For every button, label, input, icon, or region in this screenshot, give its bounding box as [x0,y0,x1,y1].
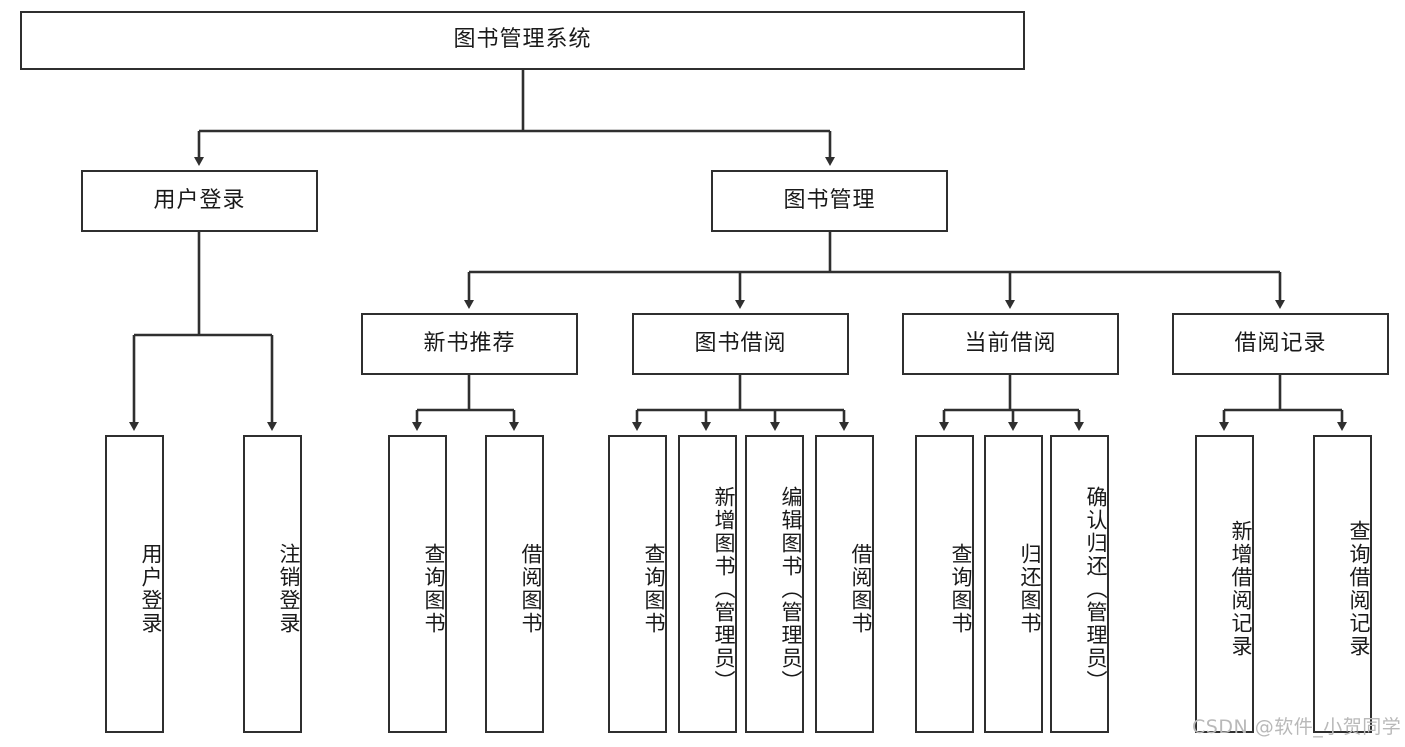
leaf-user-login-login[interactable]: 用户登录 [105,435,164,733]
leaf-book-borrow-borrow-book[interactable]: 借阅图书 [815,435,874,733]
node-user-login[interactable]: 用户登录 [81,170,318,232]
node-label: 新增图书（管理员） [712,485,736,693]
node-book-management[interactable]: 图书管理 [711,170,948,232]
node-new-book-recommend[interactable]: 新书推荐 [361,313,578,375]
node-label: 查询图书 [422,543,446,635]
node-book-borrow[interactable]: 图书借阅 [632,313,849,375]
node-root-book-management-system[interactable]: 图书管理系统 [20,11,1025,70]
leaf-current-borrow-return-book[interactable]: 归还图书 [984,435,1043,733]
node-label: 图书管理系统 [453,27,592,53]
node-label: 图书借阅 [694,330,787,356]
node-label: 用户登录 [153,187,246,213]
node-label: 用户登录 [139,543,163,635]
node-label: 当前借阅 [964,330,1057,356]
node-label: 图书管理 [783,187,876,213]
node-label: 借阅图书 [519,543,543,635]
leaf-user-login-logout[interactable]: 注销登录 [243,435,302,733]
node-label: 查询借阅记录 [1347,520,1371,658]
leaf-current-borrow-query-book[interactable]: 查询图书 [915,435,974,733]
leaf-borrow-record-add-record[interactable]: 新增借阅记录 [1195,435,1254,733]
leaf-book-borrow-add-book-admin[interactable]: 新增图书（管理员） [678,435,737,733]
node-label: 确认归还（管理员） [1084,485,1108,693]
node-label: 注销登录 [277,543,301,635]
leaf-current-borrow-confirm-return-admin[interactable]: 确认归还（管理员） [1050,435,1109,733]
node-label: 新书推荐 [423,330,516,356]
leaf-new-book-borrow-book[interactable]: 借阅图书 [485,435,544,733]
node-label: 借阅记录 [1234,330,1327,356]
csdn-watermark: CSDN @软件_小贺同学 [1192,716,1402,738]
node-label: 新增借阅记录 [1229,520,1253,658]
node-label: 查询图书 [642,543,666,635]
leaf-new-book-query-book[interactable]: 查询图书 [388,435,447,733]
leaf-book-borrow-query-book[interactable]: 查询图书 [608,435,667,733]
node-borrow-record[interactable]: 借阅记录 [1172,313,1389,375]
leaf-borrow-record-query-record[interactable]: 查询借阅记录 [1313,435,1372,733]
node-label: 借阅图书 [849,543,873,635]
leaf-book-borrow-edit-book-admin[interactable]: 编辑图书（管理员） [745,435,804,733]
node-label: 编辑图书（管理员） [779,485,803,693]
node-current-borrow[interactable]: 当前借阅 [902,313,1119,375]
node-label: 查询图书 [949,543,973,635]
node-label: 归还图书 [1018,543,1042,635]
